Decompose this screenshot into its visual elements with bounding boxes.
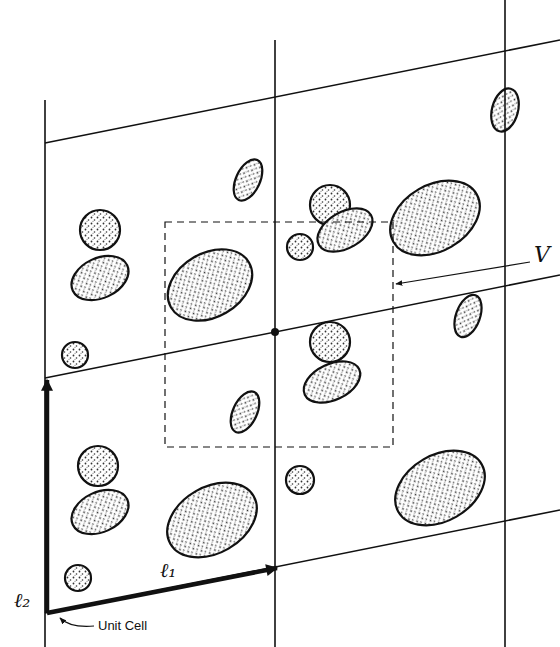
region-label: V: [534, 244, 550, 266]
vector-label: ℓ₁: [160, 560, 176, 580]
inclusion: [286, 466, 314, 494]
inclusion: [382, 435, 498, 540]
inclusion: [65, 565, 91, 591]
inclusion: [64, 247, 135, 309]
averaging-region: [165, 222, 393, 447]
callout-label: Unit Cell: [98, 619, 147, 632]
inclusion: [449, 291, 487, 341]
inclusion: [78, 446, 118, 486]
inclusion: [377, 165, 493, 270]
inclusion: [62, 342, 88, 368]
inclusion: [64, 481, 135, 543]
inclusion: [310, 322, 350, 362]
inclusion: [225, 387, 265, 437]
lattice-point: [271, 328, 279, 336]
inclusion: [80, 210, 120, 250]
inclusion: [297, 353, 367, 411]
vector-label: ℓ₂: [14, 590, 30, 610]
leader-line: [396, 262, 530, 284]
leader-line: [60, 618, 94, 626]
inclusion: [228, 155, 268, 205]
inclusion: [287, 234, 313, 260]
inclusion: [155, 235, 265, 335]
lattice-lines: [45, 0, 560, 647]
inclusions: [62, 85, 523, 591]
inclusion: [154, 467, 270, 572]
inclusion: [310, 199, 380, 260]
basis-vector: [45, 380, 50, 613]
